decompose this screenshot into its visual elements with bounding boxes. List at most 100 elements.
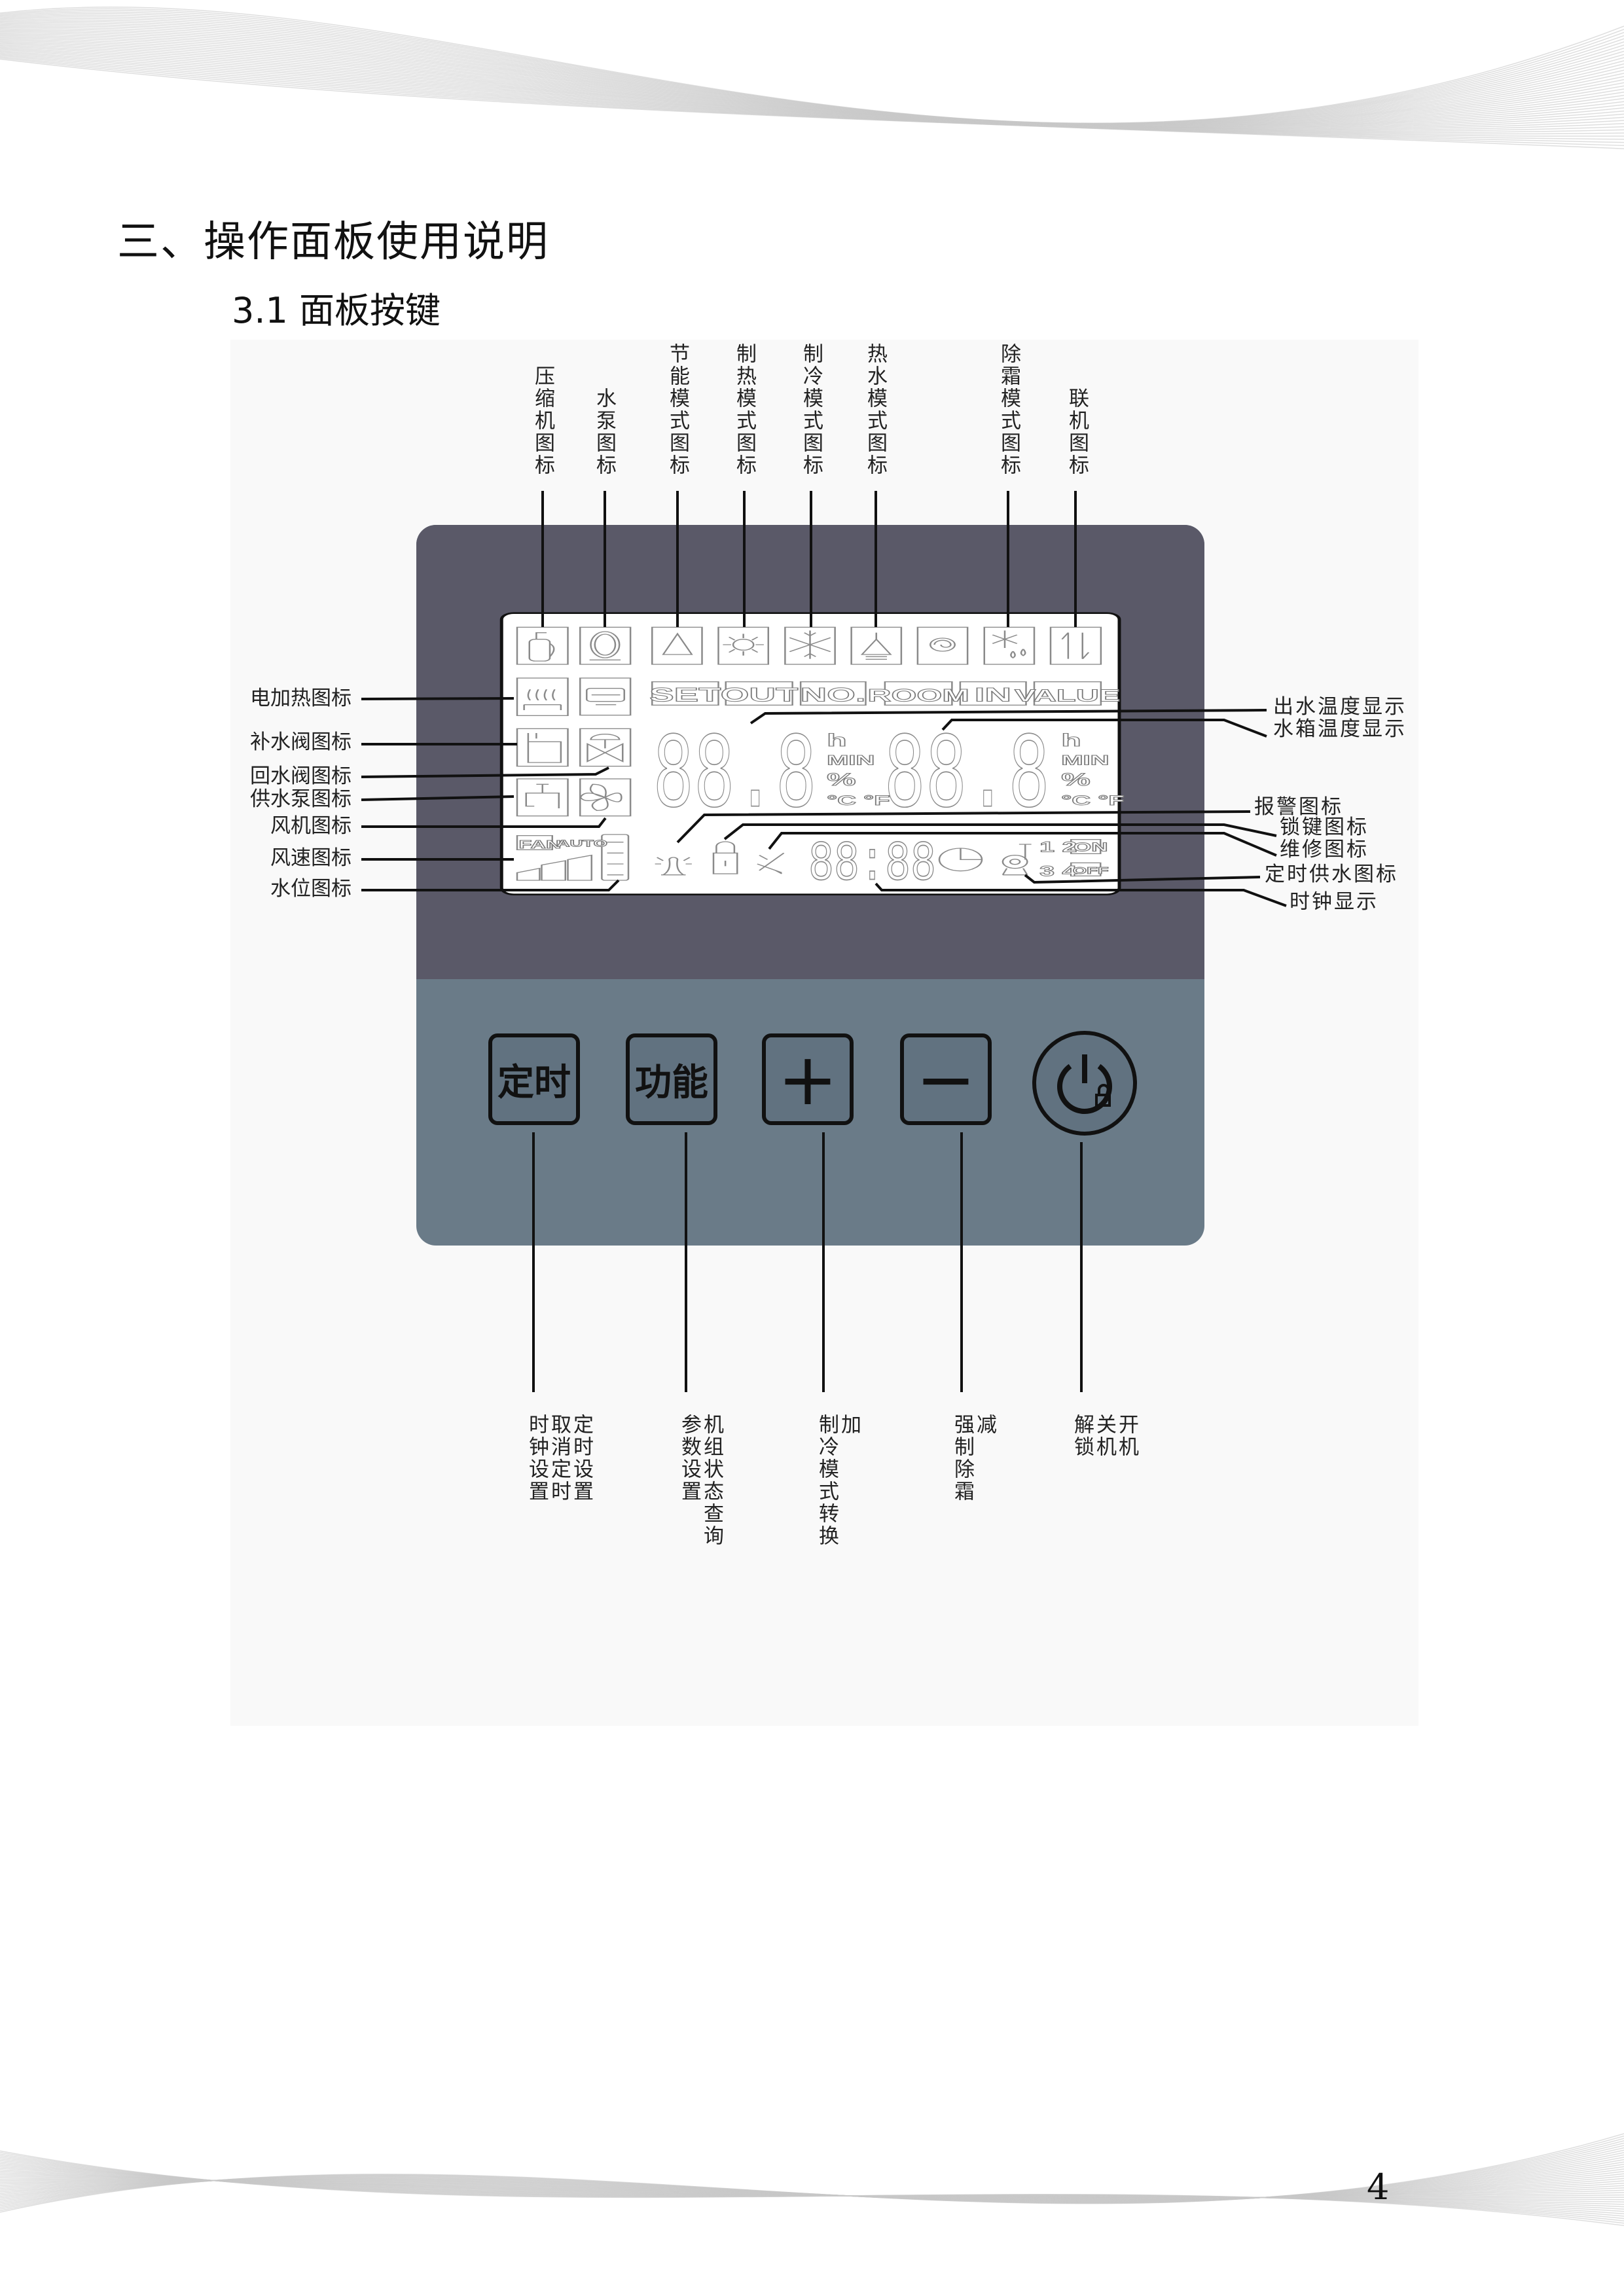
supply-pump-icon — [516, 778, 569, 817]
plus-button-functions: 加 制冷模式转换 — [815, 1414, 861, 1573]
wave-line-top — [0, 13, 1624, 124]
label-tank-temp: 水箱温度显示 — [1273, 717, 1407, 741]
wave-line-top — [0, 45, 1624, 130]
lcd-display: 88.8 88.8 88:88 SET OUT NO. ROOM IN VALU… — [499, 612, 1125, 897]
wave-line-top — [0, 7, 1624, 124]
power-button-functions: 开机 关机 解锁 — [1070, 1414, 1138, 1484]
wave-line-top — [0, 49, 1624, 132]
heating-mode-icon — [717, 626, 769, 665]
label-alarm: 报警图标 — [1254, 795, 1343, 819]
leader-line — [768, 832, 1277, 857]
leader-line — [749, 709, 1267, 725]
wave-line-top — [0, 10, 1624, 124]
lcd-tag-value: VALUE — [1015, 687, 1121, 706]
label-cooling-mode-icon: 制冷模式图标 — [799, 343, 823, 476]
wave-line-top — [0, 32, 1624, 126]
wave-line-top — [0, 38, 1624, 128]
clock-digits: 88:88 — [808, 833, 936, 897]
plus-button[interactable]: + — [762, 1033, 854, 1125]
label-water-level: 水位图标 — [270, 877, 352, 901]
leader-line — [361, 817, 607, 828]
wave-line-top — [0, 18, 1624, 125]
on-tag: ON — [1074, 840, 1108, 854]
leader-line — [361, 697, 514, 700]
wave-line-bottom — [0, 2150, 1624, 2227]
function-label: 开机 — [1115, 1414, 1138, 1458]
label-fan-speed: 风速图标 — [270, 846, 352, 870]
wave-line-top — [0, 51, 1624, 134]
alarm-icon — [655, 857, 692, 876]
leader-line — [361, 766, 609, 778]
label-energy-saving-icon: 节能模式图标 — [666, 343, 689, 476]
leader-line — [361, 879, 620, 891]
wave-line-top — [0, 58, 1624, 149]
wave-line-top — [0, 29, 1624, 126]
function-label: 关机 — [1092, 1414, 1116, 1458]
power-unlock-button[interactable] — [1032, 1031, 1137, 1136]
function-button-functions: 机组状态查询 参数设置 — [677, 1414, 723, 1573]
wave-line-top — [0, 8, 1624, 124]
wave-line-top — [0, 57, 1624, 147]
wave-line-top — [0, 25, 1624, 126]
wave-line-top — [0, 11, 1624, 124]
wave-line-top — [0, 43, 1624, 129]
maintenance-icon — [757, 852, 785, 874]
wave-line-top — [0, 27, 1624, 126]
leader-line — [875, 882, 1287, 907]
timer-button[interactable]: 定时 — [488, 1033, 580, 1125]
minus-button[interactable]: − — [900, 1033, 992, 1125]
unit-percent-left: % — [827, 770, 856, 789]
label-outlet-temp: 出水温度显示 — [1273, 695, 1407, 719]
leader-line — [941, 719, 1267, 738]
compressor-icon — [516, 626, 569, 665]
timer-slots-top: 1 2 — [1039, 839, 1077, 855]
function-button[interactable]: 功能 — [626, 1033, 717, 1125]
function-label: 时钟设置 — [525, 1414, 549, 1503]
hot-water-mode-icon — [850, 626, 903, 665]
wave-line-top — [0, 31, 1624, 126]
timer-slots-bottom: 3 4 — [1039, 863, 1077, 880]
timer-button-functions: 定时设置 取消定时 时钟设置 — [525, 1414, 593, 1529]
lcd-tag-in: IN — [975, 683, 1011, 706]
wave-line-top — [0, 41, 1624, 128]
wave-line-top — [0, 28, 1624, 126]
label-return-valve: 回水阀图标 — [250, 764, 352, 788]
make-up-valve-icon — [516, 728, 569, 767]
function-label: 机组状态查询 — [700, 1414, 723, 1547]
water-level-icon — [601, 834, 630, 881]
mode-tag-boxes — [651, 681, 1102, 706]
unit-min-right: MIN — [1061, 752, 1109, 768]
wave-line-top — [0, 16, 1624, 125]
unit-temp-right: °C °F — [1061, 793, 1124, 808]
subsection-heading: 3.1 面板按键 — [232, 290, 441, 331]
wave-line-top — [0, 55, 1624, 140]
unit-percent-right: % — [1061, 770, 1090, 789]
unit-temp-left: °C °F — [827, 793, 890, 808]
leader-line — [676, 810, 1251, 844]
function-label: 制冷模式转换 — [815, 1414, 839, 1547]
heat-exchanger-icon — [579, 677, 632, 716]
function-label: 定时设置 — [569, 1414, 593, 1503]
function-label: 减 — [973, 1414, 996, 1436]
lock-icon — [712, 841, 738, 874]
return-valve-icon — [579, 728, 632, 767]
wave-line-top — [0, 36, 1624, 128]
fan-tag: FAN — [519, 838, 562, 851]
defrost-mode-icon — [983, 626, 1036, 665]
unit-min-left: MIN — [827, 752, 875, 768]
section-heading: 三、操作面板使用说明 — [117, 218, 549, 266]
function-label: 解锁 — [1070, 1414, 1094, 1458]
swirl-icon — [916, 626, 969, 665]
label-maintenance: 维修图标 — [1280, 838, 1369, 861]
wave-line-top — [0, 39, 1624, 128]
leader-line — [723, 823, 1277, 840]
label-water-pump-icon: 水泵图标 — [592, 387, 616, 476]
wave-line-top — [0, 52, 1624, 135]
wave-line-top — [0, 22, 1624, 126]
clock-face-icon — [938, 848, 983, 872]
label-hot-water-mode-icon: 热水模式图标 — [863, 343, 887, 476]
label-timed-supply: 定时供水图标 — [1265, 863, 1398, 886]
wave-line-top — [0, 50, 1624, 132]
water-pump-icon — [579, 626, 632, 665]
